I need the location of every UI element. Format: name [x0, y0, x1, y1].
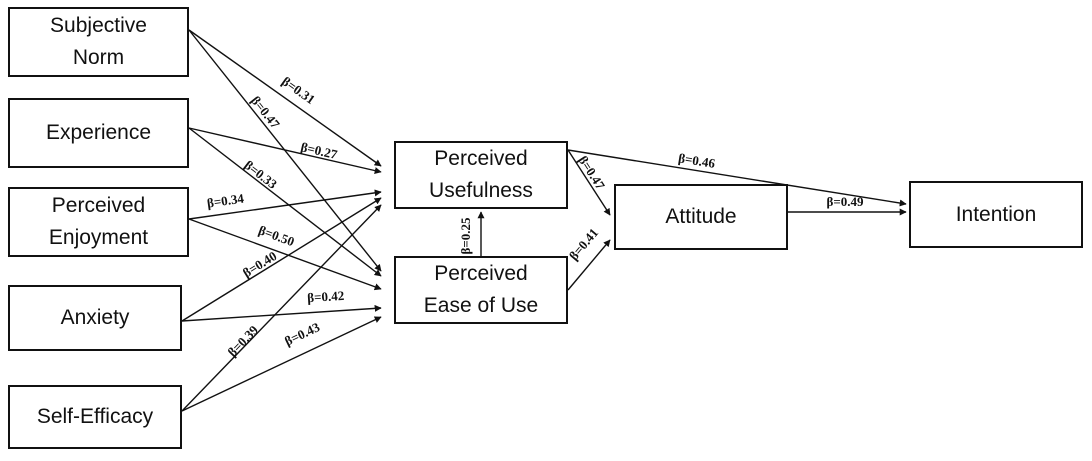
path-arrow-self-efficacy-to-perceived-ease-of-use	[181, 316, 382, 412]
node-anxiety: Anxiety	[8, 285, 182, 351]
path-arrow-anxiety-to-perceived-ease-of-use	[181, 304, 382, 322]
path-arrow-perceived-usefulness-to-attitude	[567, 149, 611, 216]
node-label: Experience	[45, 121, 152, 144]
path-coefficient-label: β=0.39	[225, 322, 262, 359]
node-label: Perceived Enjoyment	[48, 194, 149, 249]
path-coefficient-label: β=0.40	[240, 248, 279, 280]
path-arrow-anxiety-to-perceived-usefulness	[181, 197, 382, 322]
node-label: Subjective Norm	[50, 14, 147, 69]
node-perceived-ease-of-use: Perceived Ease of Use	[394, 256, 568, 324]
path-arrow-experience-to-perceived-usefulness	[188, 127, 382, 175]
path-coefficient-label: β=0.34	[206, 190, 245, 210]
path-coefficient-label: β=0.33	[242, 157, 281, 192]
node-intention: Intention	[909, 181, 1083, 248]
path-arrow-perceived-enjoyment-to-perceived-usefulness	[188, 189, 382, 220]
node-label: Perceived Usefulness	[429, 147, 533, 202]
node-label: Intention	[955, 202, 1037, 226]
path-coefficient-label: β=0.46	[677, 150, 716, 171]
path-coefficient-label: β=0.42	[307, 288, 345, 305]
node-label: Attitude	[665, 205, 737, 228]
path-arrow-subjective-norm-to-perceived-usefulness	[188, 29, 382, 167]
node-experience: Experience	[8, 98, 189, 168]
node-label: Self-Efficacy	[36, 405, 154, 428]
path-coefficient-label: β=0.31	[279, 74, 318, 108]
node-attitude: Attitude	[614, 184, 788, 250]
path-arrow-perceived-enjoyment-to-perceived-ease-of-use	[188, 218, 382, 291]
path-arrow-perceived-ease-of-use-to-attitude	[567, 239, 611, 291]
path-coefficient-label: β=0.43	[282, 319, 322, 349]
path-arrow-perceived-usefulness-to-intention	[567, 149, 907, 207]
path-arrow-experience-to-perceived-ease-of-use	[188, 127, 382, 277]
path-coefficient-label: β=0.49	[826, 194, 864, 209]
node-label: Anxiety	[60, 306, 130, 329]
node-self-efficacy: Self-Efficacy	[8, 385, 182, 449]
path-coefficient-label: β=0.25	[458, 217, 473, 255]
node-label: Perceived Ease of Use	[423, 262, 539, 317]
path-arrow-self-efficacy-to-perceived-usefulness	[181, 204, 382, 412]
path-coefficient-label: β=0.27	[299, 139, 339, 162]
node-perceived-enjoyment: Perceived Enjoyment	[8, 187, 189, 257]
node-perceived-usefulness: Perceived Usefulness	[394, 141, 568, 209]
node-subjective-norm: Subjective Norm	[8, 7, 189, 77]
